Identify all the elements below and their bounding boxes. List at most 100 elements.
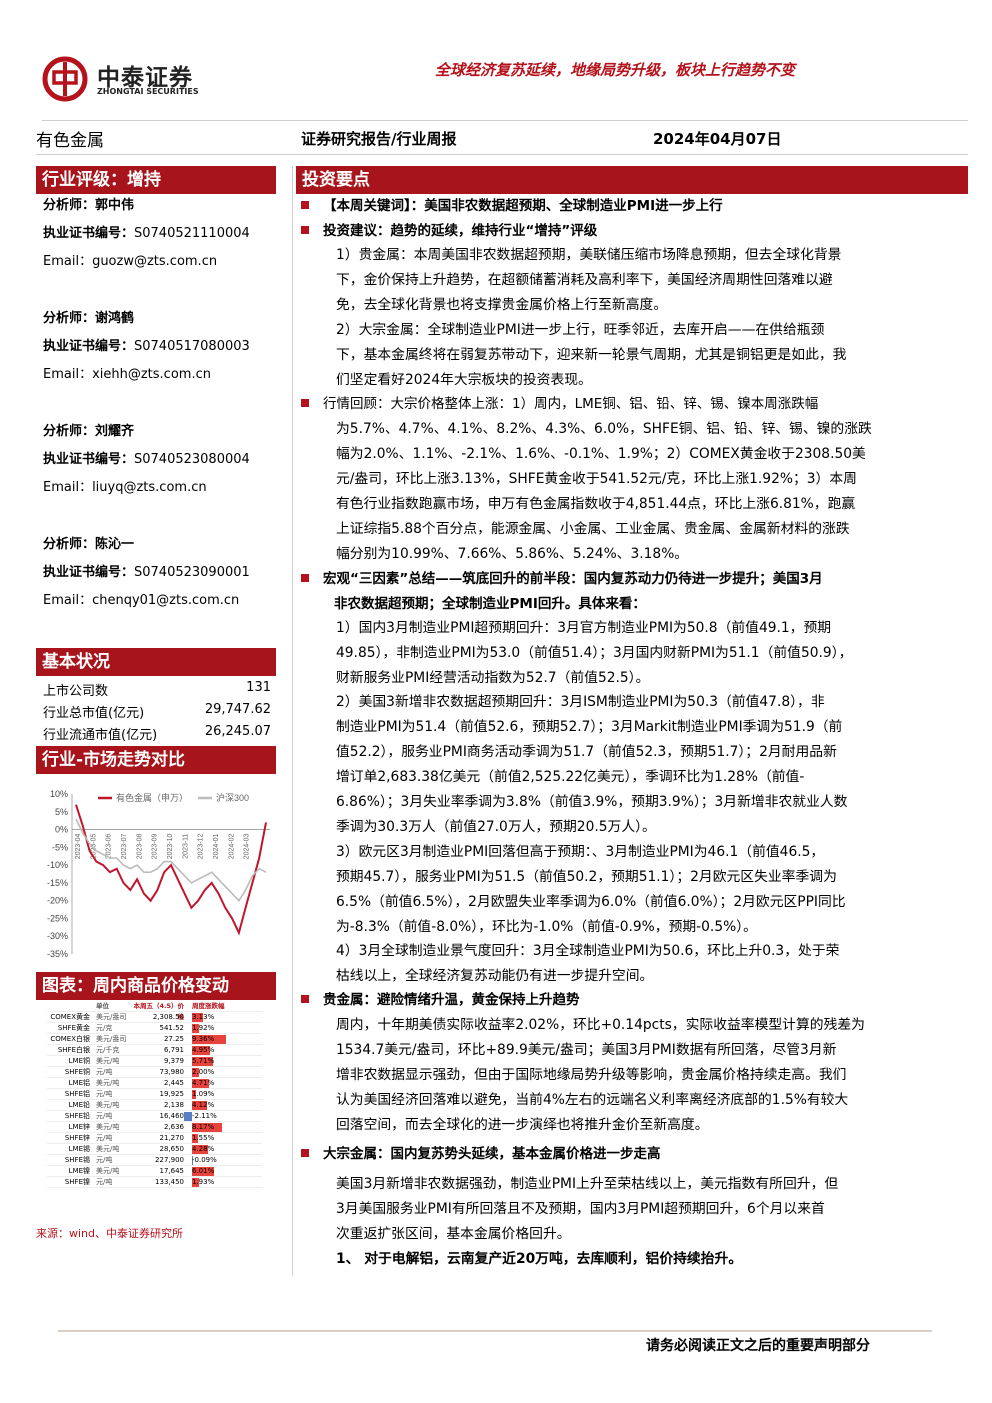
commodity-unit: 元/吨 [96, 1112, 113, 1120]
logo: 中泰证券 ZHONGTAI SECURITIES [42, 56, 232, 104]
y-tick-label: -30% [47, 931, 68, 941]
change-value: 2.00% [192, 1068, 215, 1076]
report-date: 2024年04月07日 [653, 130, 782, 148]
basic-key: 行业总市值(亿元) [43, 706, 145, 721]
x-tick-label: 2024-03 [244, 833, 251, 859]
x-tick-label: 2023-11 [182, 833, 189, 858]
change-cell: 2.00% [190, 1067, 226, 1077]
change-value: 6.01% [192, 1167, 215, 1175]
change-bar [192, 1013, 204, 1022]
table-header: 单位 本周五（4.5）价格 周度涨跌幅 [47, 1001, 262, 1021]
x-tick-label: 2023-06 [106, 833, 113, 859]
commodity-name: LME镍 [68, 1167, 90, 1175]
commodity-price: 9,379 [163, 1057, 184, 1065]
y-tick-label: -10% [47, 860, 68, 870]
commodity-price: 28,650 [159, 1145, 185, 1153]
cert-number: S0740521110004 [134, 226, 250, 241]
bullet-square-icon [301, 226, 309, 234]
commodity-name: SHFE锡 [64, 1156, 90, 1164]
commodity-name: LME铝 [68, 1079, 90, 1087]
commodity-name: SHFE铜 [64, 1068, 90, 1076]
analyst-email[interactable]: Email：liuyq@zts.com.cn [43, 480, 207, 495]
para-precious: 1）贵金属：本周美国非农数据超预期，美联储压缩市场降息预期，但去全球化背景下，金… [336, 247, 842, 313]
change-bar [192, 1167, 214, 1176]
investment-highlights-bar: 投资要点 [296, 166, 968, 194]
basic-row: 行业流通市值(亿元)26,245.07 [43, 724, 271, 743]
column-divider [292, 166, 293, 1276]
change-cell: 1.55% [190, 1133, 226, 1143]
series-line-0 [75, 804, 267, 936]
basic-status-bar: 基本状况 [36, 648, 276, 676]
commodity-name: SHFE锌 [64, 1134, 90, 1142]
commodity-unit: 美元/吨 [96, 1167, 120, 1175]
commodity-name: LME锌 [68, 1123, 90, 1131]
commodity-price: 227,900 [155, 1156, 184, 1164]
cert-number: S0740517080003 [134, 339, 250, 354]
commodity-name: COMEX黄金 [50, 1013, 90, 1021]
change-cell: -0.09% [190, 1155, 226, 1165]
para-us-data: 2）美国3新增非农数据超预期回升：3月ISM制造业PMI为50.3（前值47.8… [336, 694, 848, 835]
commodity-name: COMEX白银 [50, 1035, 90, 1043]
market-chart-bar: 行业-市场走势对比 [36, 746, 276, 774]
change-cell: 6.01% [190, 1166, 226, 1176]
bullet-bulk-metals: 大宗金属：国内复苏势头延续，基本金属价格进一步走高 [301, 1142, 661, 1167]
analyst-email[interactable]: Email：xiehh@zts.com.cn [43, 367, 211, 382]
para-aluminum: 1、 对于电解铝，云南复产近20万吨，去库顺利，铝价持续抬升。 [336, 1251, 743, 1267]
legend-label: 沪深300 [216, 792, 249, 803]
analyst-name: 分析师：陈沁一 [43, 537, 135, 552]
header-unit: 单位 [96, 1002, 109, 1010]
change-bar [192, 1046, 210, 1055]
analyst-email[interactable]: Email：guozw@zts.com.cn [43, 254, 218, 269]
x-tick-label: 2023-08 [136, 833, 143, 859]
report-type: 证券研究报告/行业周报 [301, 130, 457, 148]
analyst-email[interactable]: Email：chenqy01@zts.com.cn [43, 593, 240, 608]
change-cell: 4.95% [190, 1045, 226, 1055]
bullet-square-icon [301, 574, 309, 582]
cert-label: 执业证书编号： [43, 452, 135, 467]
commodity-unit: 美元/吨 [96, 1079, 120, 1087]
sector-label: 有色金属 [36, 131, 104, 151]
bullet-precious-metals: 贵金属：避险情绪升温，黄金保持上升趋势 [301, 988, 580, 1013]
change-value: -0.09% [192, 1156, 217, 1164]
commodity-name: LME锡 [68, 1145, 90, 1153]
commodity-name: LME铜 [68, 1057, 90, 1065]
y-tick-label: -35% [47, 949, 68, 959]
series-line-1 [75, 818, 267, 902]
commodity-price: 19,925 [159, 1090, 185, 1098]
change-bar [192, 1145, 208, 1154]
y-tick-label: 10% [50, 789, 68, 799]
logo-cn: 中泰证券 [97, 65, 193, 91]
commodity-price: 17,645 [159, 1167, 185, 1175]
commodity-name: SHFE镍 [64, 1178, 90, 1186]
change-value: 3.13% [192, 1013, 215, 1021]
y-tick-label: -5% [52, 842, 68, 852]
analyst-name: 分析师：谢鸿鹤 [43, 311, 135, 326]
change-value: 4.95% [192, 1046, 215, 1054]
x-tick-label: 2023-12 [198, 833, 205, 859]
analyst-block-2: 分析师：谢鸿鹤 执业证书编号：S0740517080003 Email：xieh… [43, 305, 250, 389]
analyst-block-3: 分析师：刘耀齐 执业证书编号：S0740523080004 Email：liuy… [43, 418, 250, 502]
analyst-block-1: 分析师：郭中伟 执业证书编号：S0740521110004 Email：guoz… [43, 192, 250, 276]
x-tick-label: 2023-09 [152, 833, 159, 859]
y-tick-label: -20% [47, 896, 68, 906]
x-tick-label: 2023-05 [90, 833, 97, 859]
commodity-name: SHFE铅 [64, 1112, 90, 1120]
commodity-unit: 美元/盎司 [96, 1013, 127, 1021]
bullet-macro: 宏观“三因素”总结——筑底回升的前半段：国内复苏动力仍待进一步提升；美国3月 非… [301, 567, 823, 617]
commodity-name: LME铅 [68, 1101, 90, 1109]
change-cell: 1.92% [190, 1023, 226, 1033]
commodity-price: 541.52 [159, 1024, 185, 1032]
change-bar [192, 1024, 199, 1033]
basic-key: 上市公司数 [43, 684, 109, 699]
change-cell: 1.09% [190, 1089, 226, 1099]
x-tick-label: 2023-07 [121, 833, 128, 859]
cert-label: 执业证书编号： [43, 565, 135, 580]
